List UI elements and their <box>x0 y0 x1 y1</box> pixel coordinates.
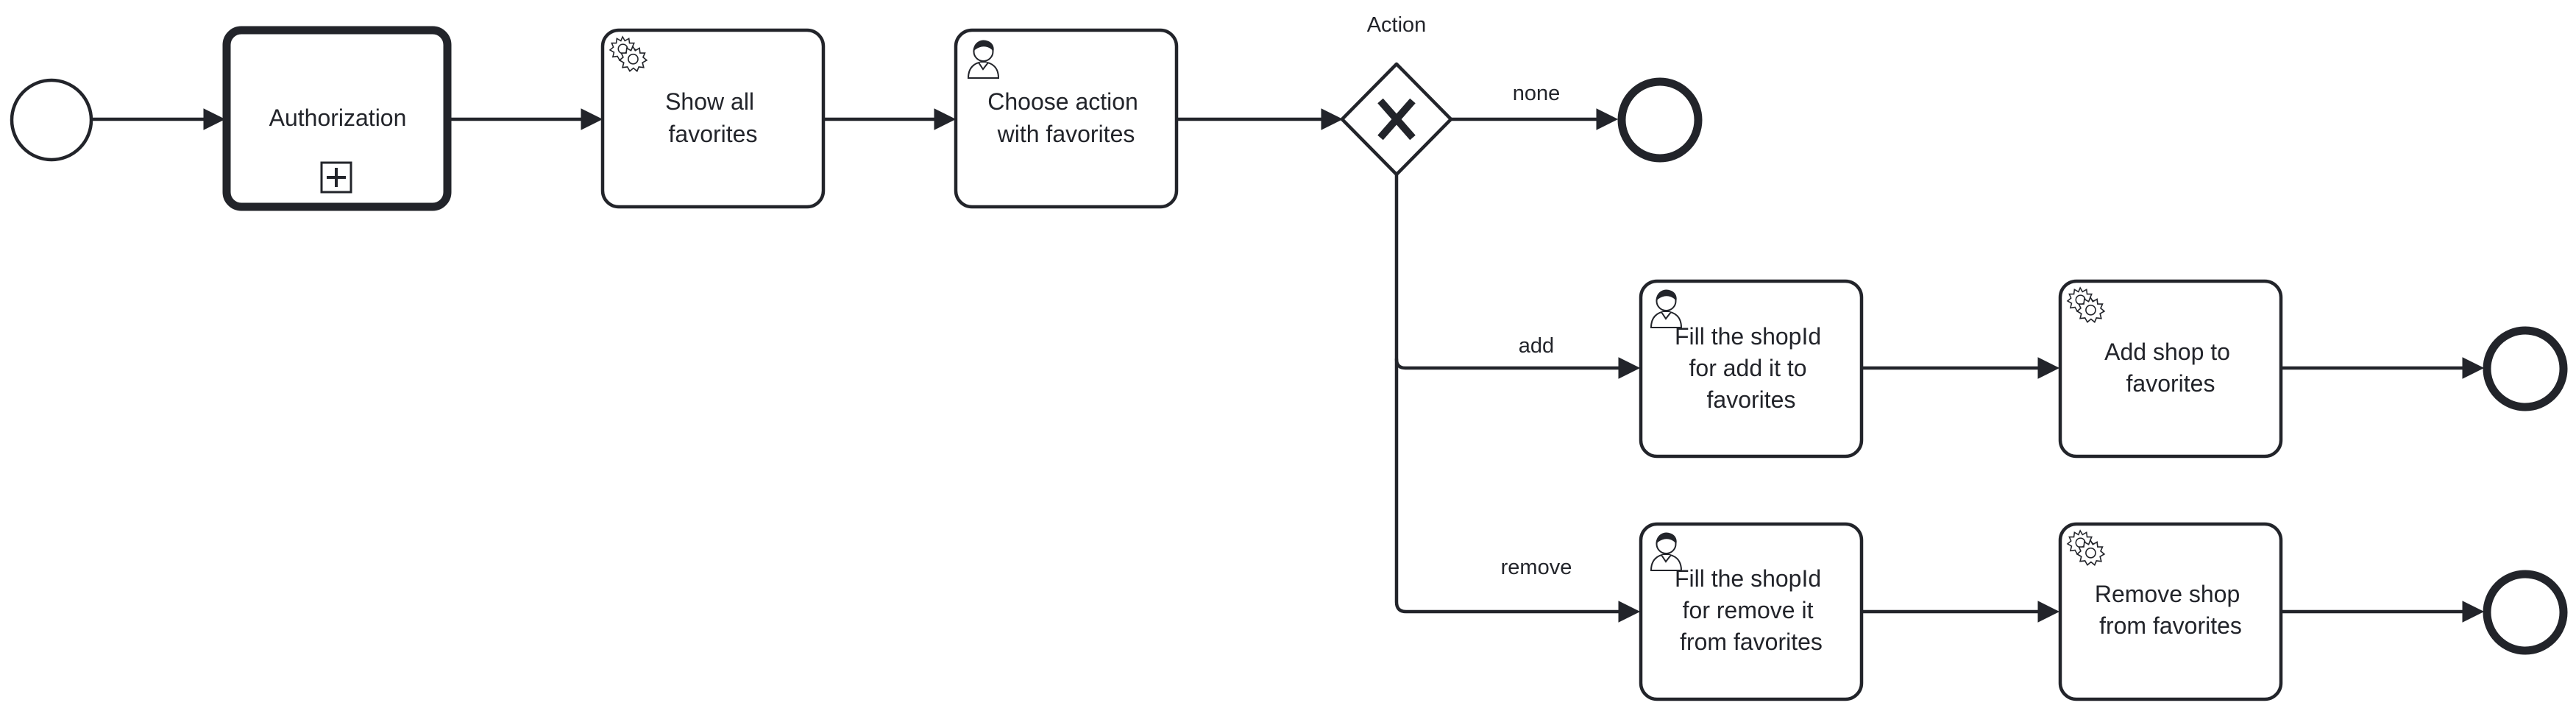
arrow-head <box>581 108 603 130</box>
task-label: Add shop to favorites <box>2104 339 2237 397</box>
arrow-head <box>1321 108 1344 130</box>
authorization-label: Authorization <box>269 105 407 131</box>
exclusive-gateway[interactable]: Action <box>1340 13 1453 177</box>
flow-remove[interactable] <box>1394 357 1637 614</box>
task-add-shop[interactable]: Add shop to favorites <box>2058 279 2283 459</box>
arrow-head <box>1618 601 1641 623</box>
arrow-head <box>1618 357 1641 379</box>
task-label: Fill the shopId for remove it from favor… <box>1675 565 1828 655</box>
arrow-head <box>1596 108 1619 130</box>
arrow-head <box>2037 357 2060 379</box>
flow-label-none: none <box>1513 82 1561 105</box>
exclusive-gateway-x-icon <box>1377 98 1416 141</box>
task-remove-shop[interactable]: Remove shop from favorites <box>2058 522 2283 701</box>
task-fill-shopid-add[interactable]: Fill the shopId for add it to favorites <box>1639 279 1864 459</box>
end-event-remove[interactable] <box>2483 570 2568 655</box>
start-event[interactable] <box>10 78 93 162</box>
plus-square-icon <box>320 161 352 194</box>
flow-label-remove: remove <box>1501 556 1572 579</box>
task-choose-action[interactable]: Choose action with favorites <box>954 28 1179 209</box>
task-label: Remove shop from favorites <box>2095 581 2246 639</box>
task-fill-shopid-remove[interactable]: Fill the shopId for remove it from favor… <box>1639 522 1864 701</box>
authorization-subprocess[interactable]: Authorization <box>222 26 452 211</box>
task-label: Fill the shopId for add it to favorites <box>1675 323 1828 413</box>
task-label: Choose action with favorites <box>987 88 1144 147</box>
flow-label-add: add <box>1519 334 1554 358</box>
end-event-none[interactable] <box>1617 77 1703 163</box>
flow-add[interactable] <box>1394 172 1637 370</box>
task-show-all-favorites[interactable]: Show all favorites <box>600 28 826 209</box>
end-event-add[interactable] <box>2483 326 2568 411</box>
arrow-head <box>2462 357 2485 379</box>
gateway-label: Action <box>1367 13 1427 37</box>
task-label: Show all favorites <box>665 88 761 147</box>
arrow-head <box>203 108 226 130</box>
arrow-head <box>2037 601 2060 623</box>
sequence-flows <box>91 108 2485 623</box>
arrow-head <box>2462 601 2485 623</box>
arrow-head <box>934 108 957 130</box>
